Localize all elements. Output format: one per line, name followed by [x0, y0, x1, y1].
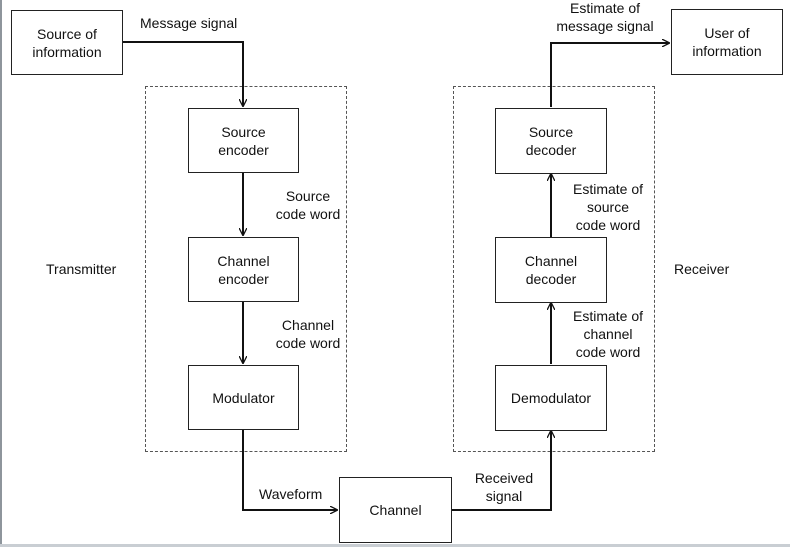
modulator-block: Modulator [188, 365, 299, 430]
channel-encoder-label: Channel encoder [217, 252, 270, 287]
channel-label: Channel [369, 502, 422, 518]
modulator-label: Modulator [212, 389, 275, 406]
channel-decoder-block: Channel decoder [495, 237, 607, 303]
estimate-source-code-word-label: Estimate of source code word [572, 181, 644, 233]
transmitter-label: Transmitter [46, 261, 117, 277]
estimate-message-signal-label: Estimate of message signal [556, 0, 654, 34]
transmitter-group [145, 86, 347, 452]
source-encoder-block: Source encoder [188, 108, 299, 173]
source-of-information-label: Source of information [32, 25, 102, 60]
source-encoder-label: Source encoder [218, 123, 269, 158]
source-code-word-label: Source code word [275, 188, 341, 222]
demodulator-label: Demodulator [510, 390, 592, 406]
source-decoder-block: Source decoder [495, 108, 607, 174]
arrow-message-signal [110, 41, 243, 106]
channel-code-word-label: Channel code word [275, 317, 341, 351]
source-decoder-label: Source decoder [525, 124, 577, 158]
receiver-label: Receiver [674, 261, 730, 277]
arrow-received-signal [452, 431, 551, 511]
channel-encoder-block: Channel encoder [188, 237, 299, 302]
channel-block: Channel [339, 477, 452, 543]
received-signal-label: Received signal [474, 470, 534, 504]
arrow-estimate-message-signal [550, 43, 669, 107]
message-signal-label: Message signal [140, 15, 238, 31]
user-of-information-block: User of information [671, 9, 783, 75]
estimate-channel-code-word-label: Estimate of channel code word [572, 308, 644, 360]
receiver-group [453, 86, 655, 452]
channel-decoder-label: Channel decoder [524, 253, 578, 287]
window-bottom-edge [0, 544, 790, 547]
window-edge [0, 0, 2, 547]
waveform-label: Waveform [259, 486, 323, 502]
arrow-waveform [242, 430, 337, 510]
demodulator-block: Demodulator [495, 365, 607, 431]
source-of-information-block: Source of information [11, 10, 123, 75]
user-of-information-label: User of information [692, 25, 762, 59]
